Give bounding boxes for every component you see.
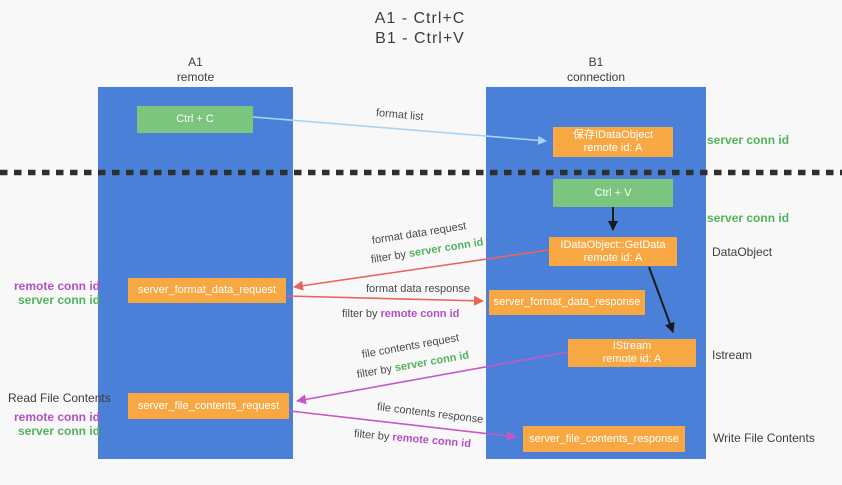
remote-conn-id-left-1: remote conn id	[13, 279, 100, 293]
istream-box: IStream remote id: A	[568, 339, 696, 367]
arrow-format-data-request	[293, 249, 550, 291]
server-format-data-request-box: server_format_data_request	[128, 278, 286, 303]
conn-id-group-2: remote conn id server conn id	[8, 410, 100, 438]
lifeline-b1-id: B1	[588, 55, 604, 69]
idataobject-getdata-line1: IDataObject::GetData	[560, 238, 666, 251]
remote-conn-id-left-2: remote conn id	[13, 410, 100, 424]
idataobject-getdata-line2: remote id: A	[583, 251, 643, 264]
arrow-format-list	[252, 116, 547, 145]
ctrl-c-label: Ctrl + C	[176, 113, 214, 125]
filter-by-remote-conn-1: filter by remote conn id	[342, 308, 459, 320]
server-file-contents-response-box: server_file_contents_response	[523, 426, 685, 452]
lifeline-header-b1: B1 connection	[486, 55, 706, 85]
server-conn-id-left-1: server conn id	[17, 293, 100, 307]
server-format-data-response-label: server_format_data_response	[493, 296, 641, 308]
idataobject-getdata-box: IDataObject::GetData remote id: A	[549, 237, 677, 266]
server-format-data-response-box: server_format_data_response	[489, 290, 645, 315]
istream-line1: IStream	[612, 340, 652, 352]
server-format-data-request-label: server_format_data_request	[137, 284, 277, 296]
ctrl-c-box: Ctrl + C	[137, 106, 253, 133]
server-file-contents-request-label: server_file_contents_request	[137, 399, 280, 412]
save-idataobject-box: 保存IDataObject remote id: A	[553, 127, 673, 157]
server-conn-id-right-1: server conn id	[707, 133, 790, 147]
lifeline-a1-id: A1	[188, 55, 203, 69]
arrow-getdata-to-istream	[648, 266, 675, 333]
dataobject-label: DataObject	[712, 245, 773, 259]
lifeline-header-a1: A1 remote	[98, 55, 293, 85]
istream-side-label: Istream	[712, 348, 753, 362]
server-file-contents-request-box: server_file_contents_request	[128, 393, 289, 419]
format-data-response-label: format data response	[366, 283, 470, 295]
conn-id-group-1: remote conn id server conn id	[8, 279, 100, 307]
title-line-b1: B1 - Ctrl+V	[375, 30, 465, 47]
arrow-file-contents-response	[289, 410, 517, 441]
title-line-a1: A1 - Ctrl+C	[374, 10, 466, 27]
lifeline-b1-role: connection	[566, 70, 626, 84]
ctrl-v-box: Ctrl + V	[553, 179, 673, 207]
ctrl-v-label: Ctrl + V	[594, 186, 632, 199]
filter-by-text: filter by	[342, 308, 381, 320]
server-file-contents-response-label: server_file_contents_response	[529, 432, 679, 445]
save-idataobject-line1: 保存IDataObject	[572, 129, 654, 141]
arrow-format-data-response	[286, 295, 484, 306]
read-file-contents-label: Read File Contents	[8, 391, 111, 405]
istream-line2: remote id: A	[602, 353, 662, 365]
arrow-file-contents-request	[296, 351, 569, 405]
server-conn-id-left-2: server conn id	[17, 424, 100, 438]
server-conn-id-right-2: server conn id	[707, 211, 790, 225]
remote-conn-id-term: remote conn id	[380, 308, 460, 320]
lifeline-a1-role: remote	[176, 70, 215, 84]
write-file-contents-label: Write File Contents	[713, 431, 815, 445]
diagram-title: A1 - Ctrl+C B1 - Ctrl+V	[300, 9, 540, 49]
save-idataobject-line2: remote id: A	[583, 142, 643, 154]
